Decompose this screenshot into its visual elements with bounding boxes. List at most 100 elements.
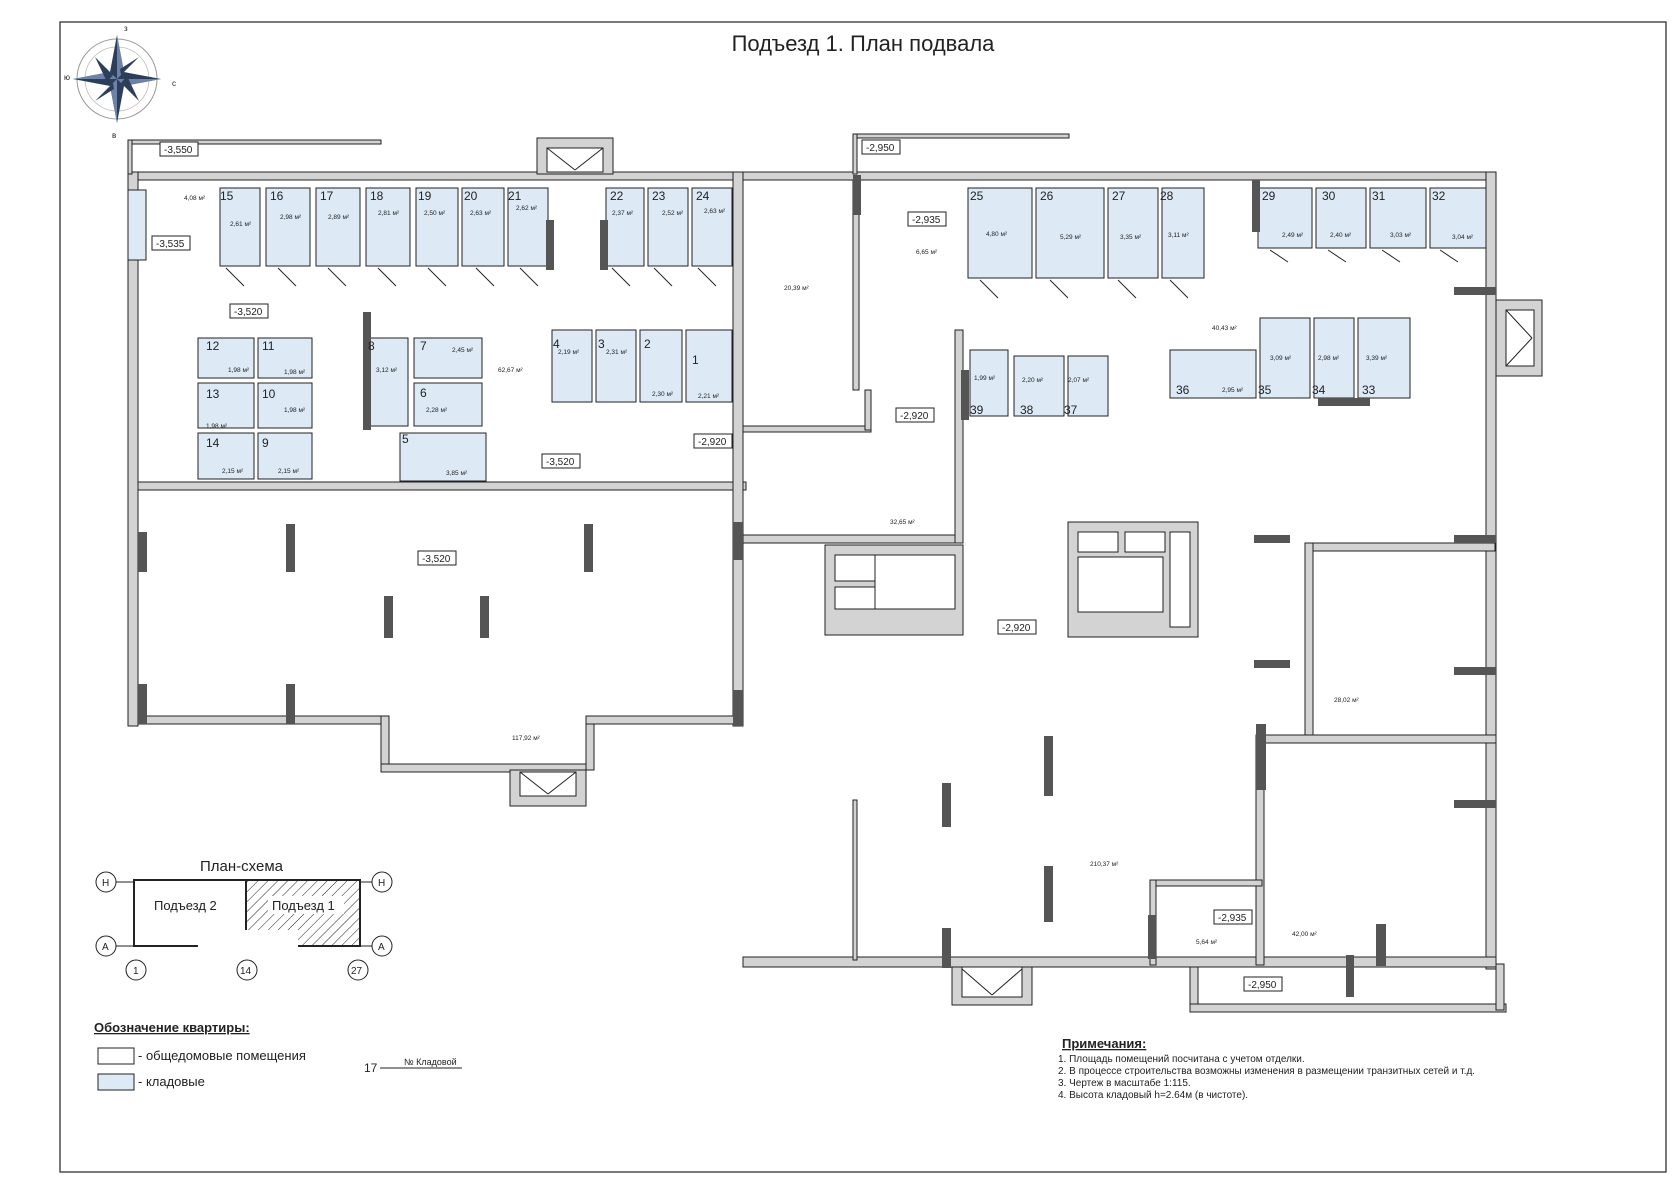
page-title: Подъезд 1. План подвала bbox=[732, 31, 996, 56]
legend-sample-label: № Кладовой bbox=[404, 1057, 457, 1067]
door-swings bbox=[225, 249, 1459, 299]
room-area: 2,21 м² bbox=[698, 393, 720, 400]
compass-east-label: с bbox=[172, 79, 176, 88]
common-area: 20,39 м² bbox=[784, 285, 810, 292]
room-area: 2,98 м² bbox=[280, 214, 302, 221]
note-item: 1. Площадь помещений посчитана с учетом … bbox=[1058, 1054, 1305, 1065]
level-mark: -2,950 bbox=[866, 143, 895, 154]
note-item: 2. В процессе строительства возможны изм… bbox=[1058, 1066, 1475, 1077]
storage-labels: 1 2,21 м² 2 2,30 м² 3 2,31 м² 4 2,19 м² … bbox=[206, 189, 1474, 477]
room-area: 1,98 м² bbox=[228, 367, 250, 374]
axis-label: Н bbox=[102, 878, 109, 889]
level-mark: -3,535 bbox=[156, 239, 185, 250]
level-mark: -3,520 bbox=[422, 554, 451, 565]
legend-storage: - кладовые bbox=[138, 1074, 205, 1089]
room-area: 2,63 м² bbox=[704, 208, 726, 215]
room-number: 2 bbox=[644, 337, 651, 351]
common-area-labels: 4,08 м² 62,67 м² 117,92 м² 20,39 м² 6,65… bbox=[184, 195, 1360, 946]
room-number: 5 bbox=[402, 432, 409, 446]
room-area: 1,99 м² bbox=[974, 375, 996, 382]
room-number: 12 bbox=[206, 339, 220, 353]
notes: Примечания: 1. Площадь помещений посчита… bbox=[1058, 1036, 1475, 1101]
room-area: 2,61 м² bbox=[230, 221, 252, 228]
room-area: 3,39 м² bbox=[1366, 355, 1388, 362]
room-number: 25 bbox=[970, 189, 984, 203]
axis-label: Н bbox=[378, 878, 385, 889]
room-number: 23 bbox=[652, 189, 666, 203]
room-number: 30 bbox=[1322, 189, 1336, 203]
room-area: 3,03 м² bbox=[1390, 232, 1412, 239]
level-mark: -3,520 bbox=[234, 307, 263, 318]
common-area: 32,65 м² bbox=[890, 519, 916, 526]
axis-label: 1 bbox=[133, 966, 139, 977]
walls bbox=[127, 133, 1543, 1013]
room-number: 35 bbox=[1258, 383, 1272, 397]
room-area: 3,04 м² bbox=[1452, 234, 1474, 241]
room-number: 11 bbox=[262, 339, 275, 353]
room-number: 21 bbox=[508, 189, 522, 203]
room-number: 33 bbox=[1362, 383, 1376, 397]
room-number: 28 bbox=[1160, 189, 1174, 203]
room-number: 9 bbox=[262, 436, 269, 450]
compass-north-label: з bbox=[124, 24, 128, 33]
common-area: 6,65 м² bbox=[916, 249, 938, 256]
room-number: 18 bbox=[370, 189, 384, 203]
room-area: 2,50 м² bbox=[424, 210, 446, 217]
level-mark: -3,520 bbox=[546, 457, 575, 468]
legend: Обозначение квартиры: - общедомовые поме… bbox=[94, 1020, 462, 1091]
sheet-frame bbox=[59, 21, 1667, 1173]
scheme-right-label: Подъезд 1 bbox=[272, 898, 335, 913]
room-area: 2,98 м² bbox=[1318, 355, 1340, 362]
common-area: 62,67 м² bbox=[498, 367, 524, 374]
room-area: 2,62 м² bbox=[516, 205, 538, 212]
room-area: 1,98 м² bbox=[284, 407, 306, 414]
room-area: 3,11 м² bbox=[1168, 232, 1189, 239]
room-area: 2,20 м² bbox=[1022, 377, 1044, 384]
room-area: 2,95 м² bbox=[1222, 387, 1244, 394]
level-markers: -3,550 -3,535 -3,520 -3,520 -3,520 -2,92… bbox=[151, 139, 1283, 992]
room-area: 2,15 м² bbox=[222, 468, 244, 475]
axis-label: А bbox=[378, 942, 385, 953]
room-number: 26 bbox=[1040, 189, 1054, 203]
room-area: 2,81 м² bbox=[378, 210, 400, 217]
room-area: 2,52 м² bbox=[662, 210, 684, 217]
room-number: 8 bbox=[368, 339, 375, 353]
room-area: 2,89 м² bbox=[328, 214, 350, 221]
room-number: 7 bbox=[420, 339, 427, 353]
room-number: 15 bbox=[220, 189, 234, 203]
room-number: 37 bbox=[1064, 403, 1078, 417]
room-area: 2,40 м² bbox=[1330, 232, 1352, 239]
common-area: 4,08 м² bbox=[184, 195, 206, 202]
room-area: 2,30 м² bbox=[652, 391, 674, 398]
level-mark: -2,920 bbox=[1002, 623, 1031, 634]
room-area: 1,98 м² bbox=[284, 369, 306, 376]
legend-heading: Обозначение квартиры: bbox=[94, 1020, 250, 1035]
room-number: 10 bbox=[262, 387, 276, 401]
room-number: 38 bbox=[1020, 403, 1034, 417]
compass-west-label: ю bbox=[64, 73, 70, 82]
common-area: 117,92 м² bbox=[512, 735, 541, 742]
room-area: 4,80 м² bbox=[986, 231, 1008, 238]
room-area: 3,12 м² bbox=[376, 367, 398, 374]
axis-label: 27 bbox=[351, 966, 363, 977]
room-area: 2,15 м² bbox=[278, 468, 300, 475]
room-number: 22 bbox=[610, 189, 624, 203]
axis-label: 14 bbox=[240, 966, 252, 977]
note-item: 3. Чертеж в масштабе 1:115. bbox=[1058, 1077, 1191, 1089]
compass-south-label: в bbox=[112, 131, 116, 140]
scheme-left-label: Подъезд 2 bbox=[154, 898, 217, 913]
room-number: 24 bbox=[696, 189, 710, 203]
level-mark: -2,920 bbox=[900, 411, 929, 422]
room-area: 2,19 м² bbox=[558, 349, 580, 356]
common-area: 5,64 м² bbox=[1196, 939, 1218, 946]
room-area: 3,35 м² bbox=[1120, 234, 1142, 241]
level-mark: -2,920 bbox=[698, 437, 727, 448]
room-number: 3 bbox=[598, 337, 605, 351]
columns bbox=[138, 175, 1496, 997]
common-area: 28,02 м² bbox=[1334, 697, 1360, 704]
room-number: 1 bbox=[692, 353, 699, 367]
scheme-title: План-схема bbox=[200, 858, 284, 875]
room-number: 16 bbox=[270, 189, 284, 203]
room-area: 2,07 м² bbox=[1068, 377, 1090, 384]
